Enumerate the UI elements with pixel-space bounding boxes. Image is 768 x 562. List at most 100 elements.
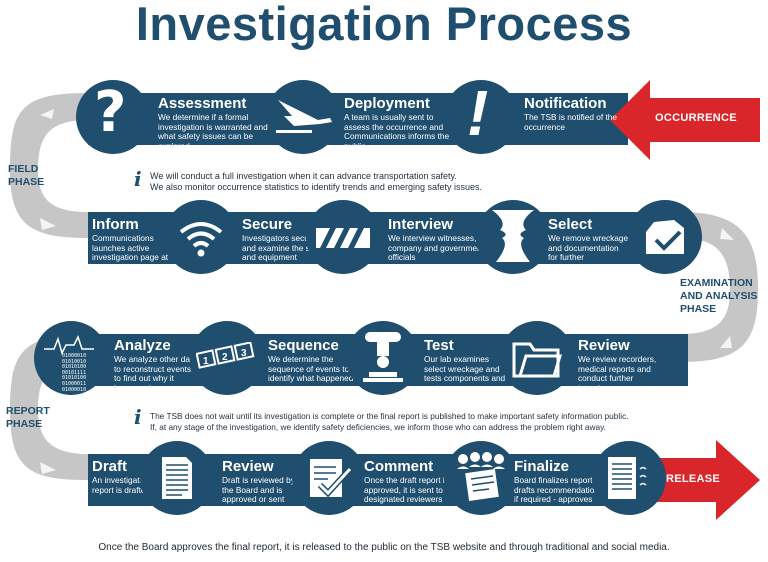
step-notification-title: Notification — [524, 95, 607, 112]
info-field: We will conduct a full investigation whe… — [150, 171, 570, 192]
step-comment-title: Comment — [364, 458, 434, 475]
step-review-examination-desc: We review recorders, medical reports and… — [578, 354, 657, 393]
step-sequence: Sequence We determine the sequence of ev… — [268, 338, 358, 384]
step-test: Test Our lab examines select wreckage an… — [424, 338, 510, 393]
faces-icon — [492, 210, 534, 262]
release-label: RELEASE — [666, 473, 721, 485]
step-assessment-title: Assessment — [158, 95, 247, 112]
step-analyze: Analyze We analyze other data to reconst… — [114, 338, 200, 393]
exclamation-icon: ! — [467, 77, 489, 149]
track-arrow-2 — [40, 218, 56, 230]
phase-field-label: FIELD PHASE — [8, 163, 45, 188]
track-arrow-6 — [40, 462, 56, 474]
track-arrow-4 — [720, 336, 732, 348]
occurrence-arrow — [610, 80, 760, 160]
svg-text:2: 2 — [222, 352, 228, 363]
binary-line: 01010100 — [62, 375, 87, 382]
notification-circle — [444, 80, 518, 154]
info-icon-2: i — [134, 405, 142, 429]
step-interview-desc: We interview witnesses, company and gove… — [388, 233, 484, 262]
info-icon-1: i — [134, 167, 142, 191]
page-title: Investigation Process — [135, 0, 633, 50]
wifi-icon — [179, 222, 223, 257]
track-arrow-3 — [720, 228, 734, 240]
step-secure: Secure Investigators secure and examine … — [242, 217, 322, 263]
step-inform-desc: Communications launches active investiga… — [92, 233, 169, 272]
occurrence-label: OCCURRENCE — [655, 112, 737, 124]
question-icon: ? — [94, 80, 127, 145]
numbered-blocks-icon: 1 2 3 — [196, 342, 255, 369]
binary-line: 00101111 — [62, 369, 87, 376]
step-review-examination: Review We review recorders, medical repo… — [578, 338, 666, 393]
step-test-title: Test — [424, 337, 454, 354]
binary-line: 01000010 — [62, 353, 87, 359]
step-finalize: Finalize Board finalizes report, drafts … — [514, 459, 604, 514]
binary-line: 01010010 — [62, 358, 87, 365]
step-review-examination-title: Review — [578, 337, 630, 354]
step-notification-desc: The TSB is notified of the occurrence — [524, 112, 618, 132]
row1-band — [88, 93, 628, 145]
step-select-desc: We remove wreckage and documentation for… — [548, 233, 629, 272]
step-test-desc: Our lab examines select wreckage and tes… — [424, 354, 506, 393]
step-assessment: Assessment We determine if a formal inve… — [158, 96, 268, 151]
step-sequence-title: Sequence — [268, 337, 339, 354]
analyze-binary: 01000010 01010010 01010100 00101111 0101… — [62, 353, 87, 393]
step-review-report-title: Review — [222, 458, 274, 475]
selection-box-icon — [646, 220, 684, 254]
analyze-circle — [34, 321, 108, 395]
barrier-icon — [316, 228, 370, 248]
step-comment-desc: Once the draft report is approved, it is… — [364, 475, 449, 504]
release-arrow — [632, 440, 760, 520]
step-review-report: Review Draft is reviewed by the Board an… — [222, 459, 302, 514]
step-sequence-desc: We determine the sequence of events to i… — [268, 354, 354, 383]
step-analyze-title: Analyze — [114, 337, 171, 354]
step-deployment-desc: A team is usually sent to assess the occ… — [344, 112, 450, 151]
step-comment: Comment Once the draft report is approve… — [364, 459, 454, 505]
step-select-title: Select — [548, 216, 593, 233]
step-review-report-desc: Draft is reviewed by the Board and is ap… — [222, 475, 295, 514]
document-icon — [162, 457, 192, 499]
step-select: Select We remove wreckage and documentat… — [548, 217, 630, 272]
step-notification: Notification The TSB is notified of the … — [524, 96, 618, 132]
step-inform: Inform Communications launches active in… — [92, 217, 184, 272]
folder-icon — [512, 342, 562, 378]
step-analyze-desc: We analyze other data to reconstruct eve… — [114, 354, 197, 393]
step-deployment: Deployment A team is usually sent to ass… — [344, 96, 460, 151]
step-deployment-title: Deployment — [344, 95, 430, 112]
svg-text:3: 3 — [241, 348, 247, 359]
track-left-lower — [10, 334, 88, 480]
lab-press-icon — [363, 332, 403, 382]
info-field-line-1: We will conduct a full investigation whe… — [150, 171, 457, 181]
step-draft: Draft An investigation report is drafted — [92, 459, 154, 495]
svg-text:1: 1 — [203, 356, 209, 367]
phase-report-label: REPORT PHASE — [6, 405, 50, 430]
info-report: The TSB does not wait until its investig… — [150, 411, 710, 432]
info-report-line-2: If, at any stage of the investigation, w… — [150, 421, 606, 432]
info-field-line-2: We also monitor occurrence statistics to… — [150, 181, 482, 192]
step-draft-desc: An investigation report is drafted — [92, 475, 151, 495]
binary-line: 01010100 — [62, 364, 87, 371]
assessment-circle — [76, 80, 150, 154]
step-secure-title: Secure — [242, 216, 293, 233]
step-finalize-desc: Board finalizes report, drafts recommend… — [514, 475, 604, 514]
step-interview: Interview We interview witnesses, compan… — [388, 217, 488, 263]
final-report-icon — [608, 457, 647, 499]
reviewers-icon — [457, 452, 505, 501]
binary-line: 01000010 — [62, 386, 87, 393]
track-right — [680, 212, 758, 362]
sequence-circle — [190, 321, 264, 395]
phase-examination-label: EXAMINATION AND ANALYSIS PHASE — [680, 277, 758, 315]
step-inform-title: Inform — [92, 216, 139, 233]
info-report-line-1: The TSB does not wait until its investig… — [150, 411, 629, 421]
step-interview-title: Interview — [388, 216, 454, 233]
footer-note: Once the Board approves the final report… — [98, 542, 670, 553]
review-circle — [500, 321, 574, 395]
step-draft-title: Draft — [92, 458, 128, 475]
track-left-upper — [10, 93, 88, 238]
checklist-icon — [310, 459, 352, 498]
airplane-icon — [276, 100, 332, 133]
inform-circle — [164, 200, 238, 274]
data-graph-icon — [44, 335, 94, 355]
step-secure-desc: Investigators secure and examine the sit… — [242, 233, 319, 262]
